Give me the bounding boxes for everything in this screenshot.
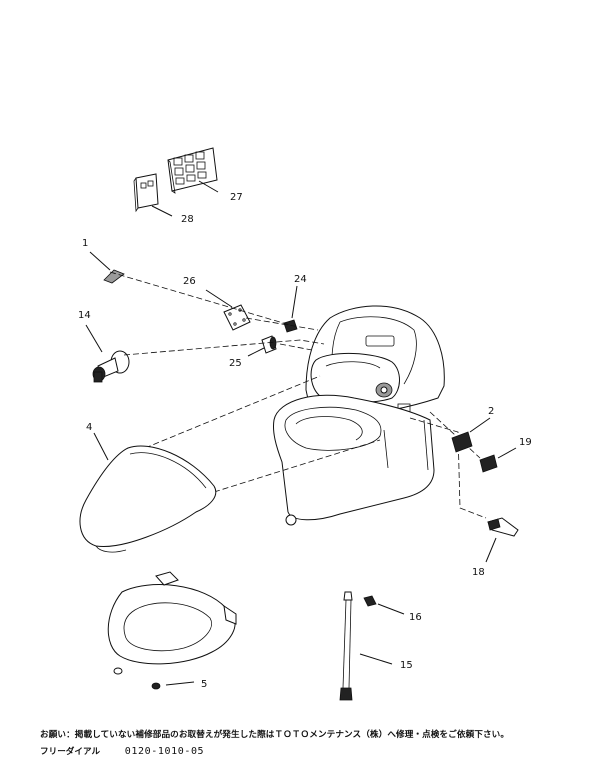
part-28-remote-holder [133, 173, 173, 217]
callout-14: 14 [78, 310, 91, 321]
callout-1: 1 [82, 238, 88, 249]
part-19-grille [479, 447, 517, 473]
toilet-body [273, 305, 445, 526]
free-dial-number: 0120-1010-05 [124, 746, 205, 757]
callout-28: 28 [181, 214, 194, 225]
callout-16: 16 [409, 612, 422, 623]
callout-24: 24 [294, 274, 307, 285]
callout-26: 26 [183, 276, 196, 287]
callout-4: 4 [86, 422, 92, 433]
part-16-connector [363, 595, 405, 615]
part-25-sleeve [247, 335, 277, 357]
part-1-clip [89, 251, 125, 284]
part-5-seat [107, 571, 237, 690]
part-24-bolt [283, 285, 298, 333]
footer: お願い：掲載していない補修部品のお取替えが発生した際はＴＯＴＯメンテナンス（株）… [40, 728, 580, 757]
part-15-supply-hose [339, 591, 393, 701]
part-27-remote-control [167, 147, 219, 194]
callout-25: 25 [229, 358, 242, 369]
callout-15: 15 [400, 660, 413, 671]
part-4-seat-lid [79, 432, 217, 553]
service-notice: お願い：掲載していない補修部品のお取替えが発生した際はＴＯＴＯメンテナンス（株）… [40, 730, 510, 740]
free-dial-line: フリーダイアル 0120-1010-05 [40, 745, 580, 757]
free-dial-label: フリーダイアル [40, 747, 101, 757]
callout-2: 2 [488, 406, 494, 417]
part-26-plate [205, 289, 251, 331]
callout-5: 5 [201, 679, 207, 690]
part-14-water-valve [85, 324, 130, 383]
part-2-sensor [451, 417, 491, 453]
part-18-bracket [485, 517, 519, 563]
assembly-lines [109, 271, 487, 519]
callout-19: 19 [519, 437, 532, 448]
callout-27: 27 [230, 192, 243, 203]
callout-18: 18 [472, 567, 485, 578]
